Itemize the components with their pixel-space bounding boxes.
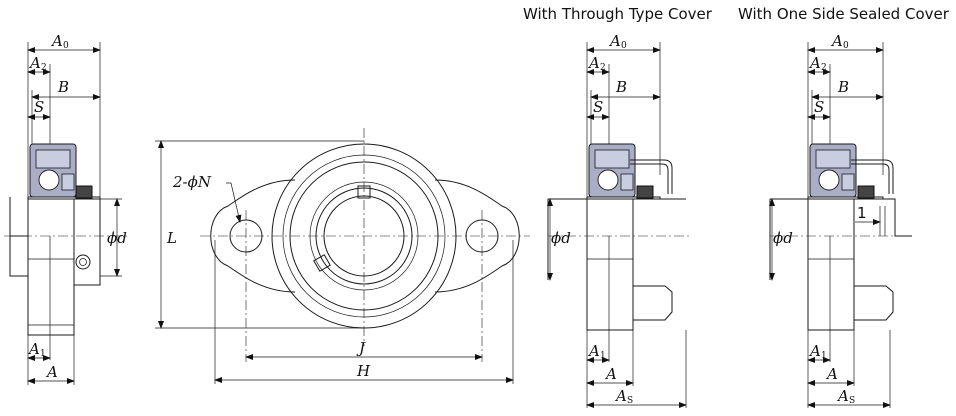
dim-as-sub-2: S (627, 396, 633, 406)
dim-l-label: L (166, 229, 177, 247)
side-view-through-cover: A 0 A 2 B S ϕd A 1 A A S (547, 32, 690, 408)
dim-a-label-3: A (825, 365, 838, 383)
dim-b-label-2: B (615, 78, 627, 96)
side-view-sealed-cover: A 0 A 2 B S 1 ϕd A 1 A (769, 32, 912, 408)
dim-a2-sub: 2 (41, 63, 47, 73)
dim-b-label-3: B (837, 78, 849, 96)
dim-a-label: A (45, 363, 58, 381)
dim-a-label-2: A (604, 365, 617, 383)
dim-j-label: J (356, 339, 366, 357)
caption-sealed-cover: With One Side Sealed Cover (738, 5, 950, 23)
dim-a2-sub-3: 2 (821, 63, 827, 73)
dim-a0-sub: 0 (63, 41, 69, 51)
dim-d-label-2: ϕd (551, 229, 571, 247)
caption-through-cover: With Through Type Cover (523, 5, 713, 23)
dim-a1-label-3: A (808, 342, 821, 360)
dim-n-label: 2-ϕN (172, 173, 212, 191)
dim-h-label: H (356, 362, 371, 380)
front-view: L 2-ϕN J H (155, 128, 530, 384)
dim-a2-sub-2: 2 (600, 63, 606, 73)
dim-a1-sub-2: 1 (600, 351, 606, 361)
dim-a2-label-3: A (808, 54, 821, 72)
dim-one-label: 1 (857, 204, 867, 222)
dim-b-label: B (57, 78, 69, 96)
dim-a0-label-2: A (608, 32, 621, 50)
side-view-standard: A 0 A 2 B S ϕd A 1 A (4, 32, 128, 385)
dim-s-label: S (34, 98, 44, 116)
dim-as-label-2: A (614, 387, 627, 405)
dim-s-label-3: S (814, 98, 824, 116)
dim-a1-label-2: A (587, 342, 600, 360)
dim-a0-sub-2: 0 (621, 41, 627, 51)
dim-as-label-3: A (836, 387, 849, 405)
dim-a0-label-3: A (830, 32, 843, 50)
dim-a2-label-2: A (587, 54, 600, 72)
dim-a1-sub-3: 1 (821, 351, 827, 361)
dim-as-sub-3: S (849, 396, 855, 406)
dim-a0-sub-3: 0 (843, 41, 849, 51)
dim-a1-sub: 1 (40, 349, 46, 359)
dim-d-label-3: ϕd (773, 229, 793, 247)
dim-s-label-2: S (593, 98, 603, 116)
dim-a2-label: A (28, 54, 41, 72)
dim-a1-label: A (27, 340, 40, 358)
dim-d-label-1: ϕd (107, 229, 127, 247)
dim-a0-label: A (50, 32, 63, 50)
